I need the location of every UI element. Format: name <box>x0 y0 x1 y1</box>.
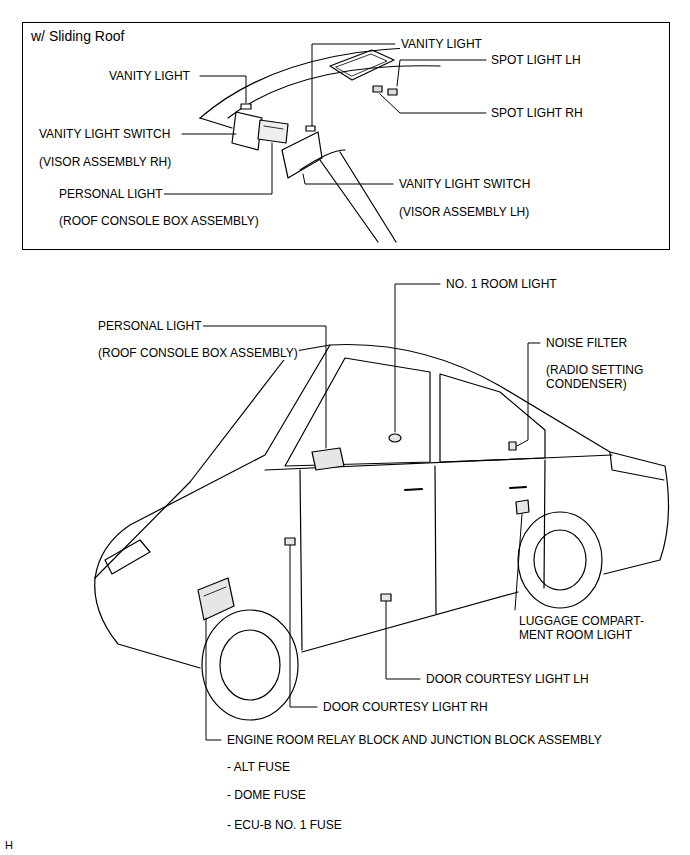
car-illustration <box>95 345 669 720</box>
part-label: VANITY LIGHT SWITCH <box>38 127 171 141</box>
part-label: PERSONAL LIGHT <box>58 187 164 201</box>
part-label: - ALT FUSE <box>226 760 291 774</box>
part-label: - DOME FUSE <box>226 788 307 802</box>
part-label: (VISOR ASSEMBLY RH) <box>38 155 172 169</box>
part-label: (ROOF CONSOLE BOX ASSEMBLY) <box>58 214 260 228</box>
part-label: (VISOR ASSEMBLY LH) <box>398 205 530 219</box>
figure-code: H <box>4 838 14 852</box>
part-label: NOISE FILTER <box>545 336 628 350</box>
part-label: ENGINE ROOM RELAY BLOCK AND JUNCTION BLO… <box>226 733 603 747</box>
leader-lines <box>160 44 540 740</box>
part-label: VANITY LIGHT <box>108 69 191 83</box>
part-label: DOOR COURTESY LIGHT LH <box>425 672 590 686</box>
inset-heading: w/ Sliding Roof <box>23 23 132 49</box>
part-label: PERSONAL LIGHT <box>97 319 203 333</box>
part-label: DOOR COURTESY LIGHT RH <box>322 700 489 714</box>
part-label: - ECU-B NO. 1 FUSE <box>226 818 343 832</box>
part-label: (RADIO SETTING CONDENSER) <box>545 363 672 391</box>
part-label: VANITY LIGHT <box>400 37 483 51</box>
part-label: NO. 1 ROOM LIGHT <box>445 277 558 291</box>
part-label: (ROOF CONSOLE BOX ASSEMBLY) <box>97 346 299 360</box>
part-label: SPOT LIGHT RH <box>490 106 584 120</box>
part-label: SPOT LIGHT LH <box>490 53 582 67</box>
part-label: VANITY LIGHT SWITCH <box>398 177 531 191</box>
part-label: LUGGAGE COMPART- MENT ROOM LIGHT <box>518 614 660 642</box>
